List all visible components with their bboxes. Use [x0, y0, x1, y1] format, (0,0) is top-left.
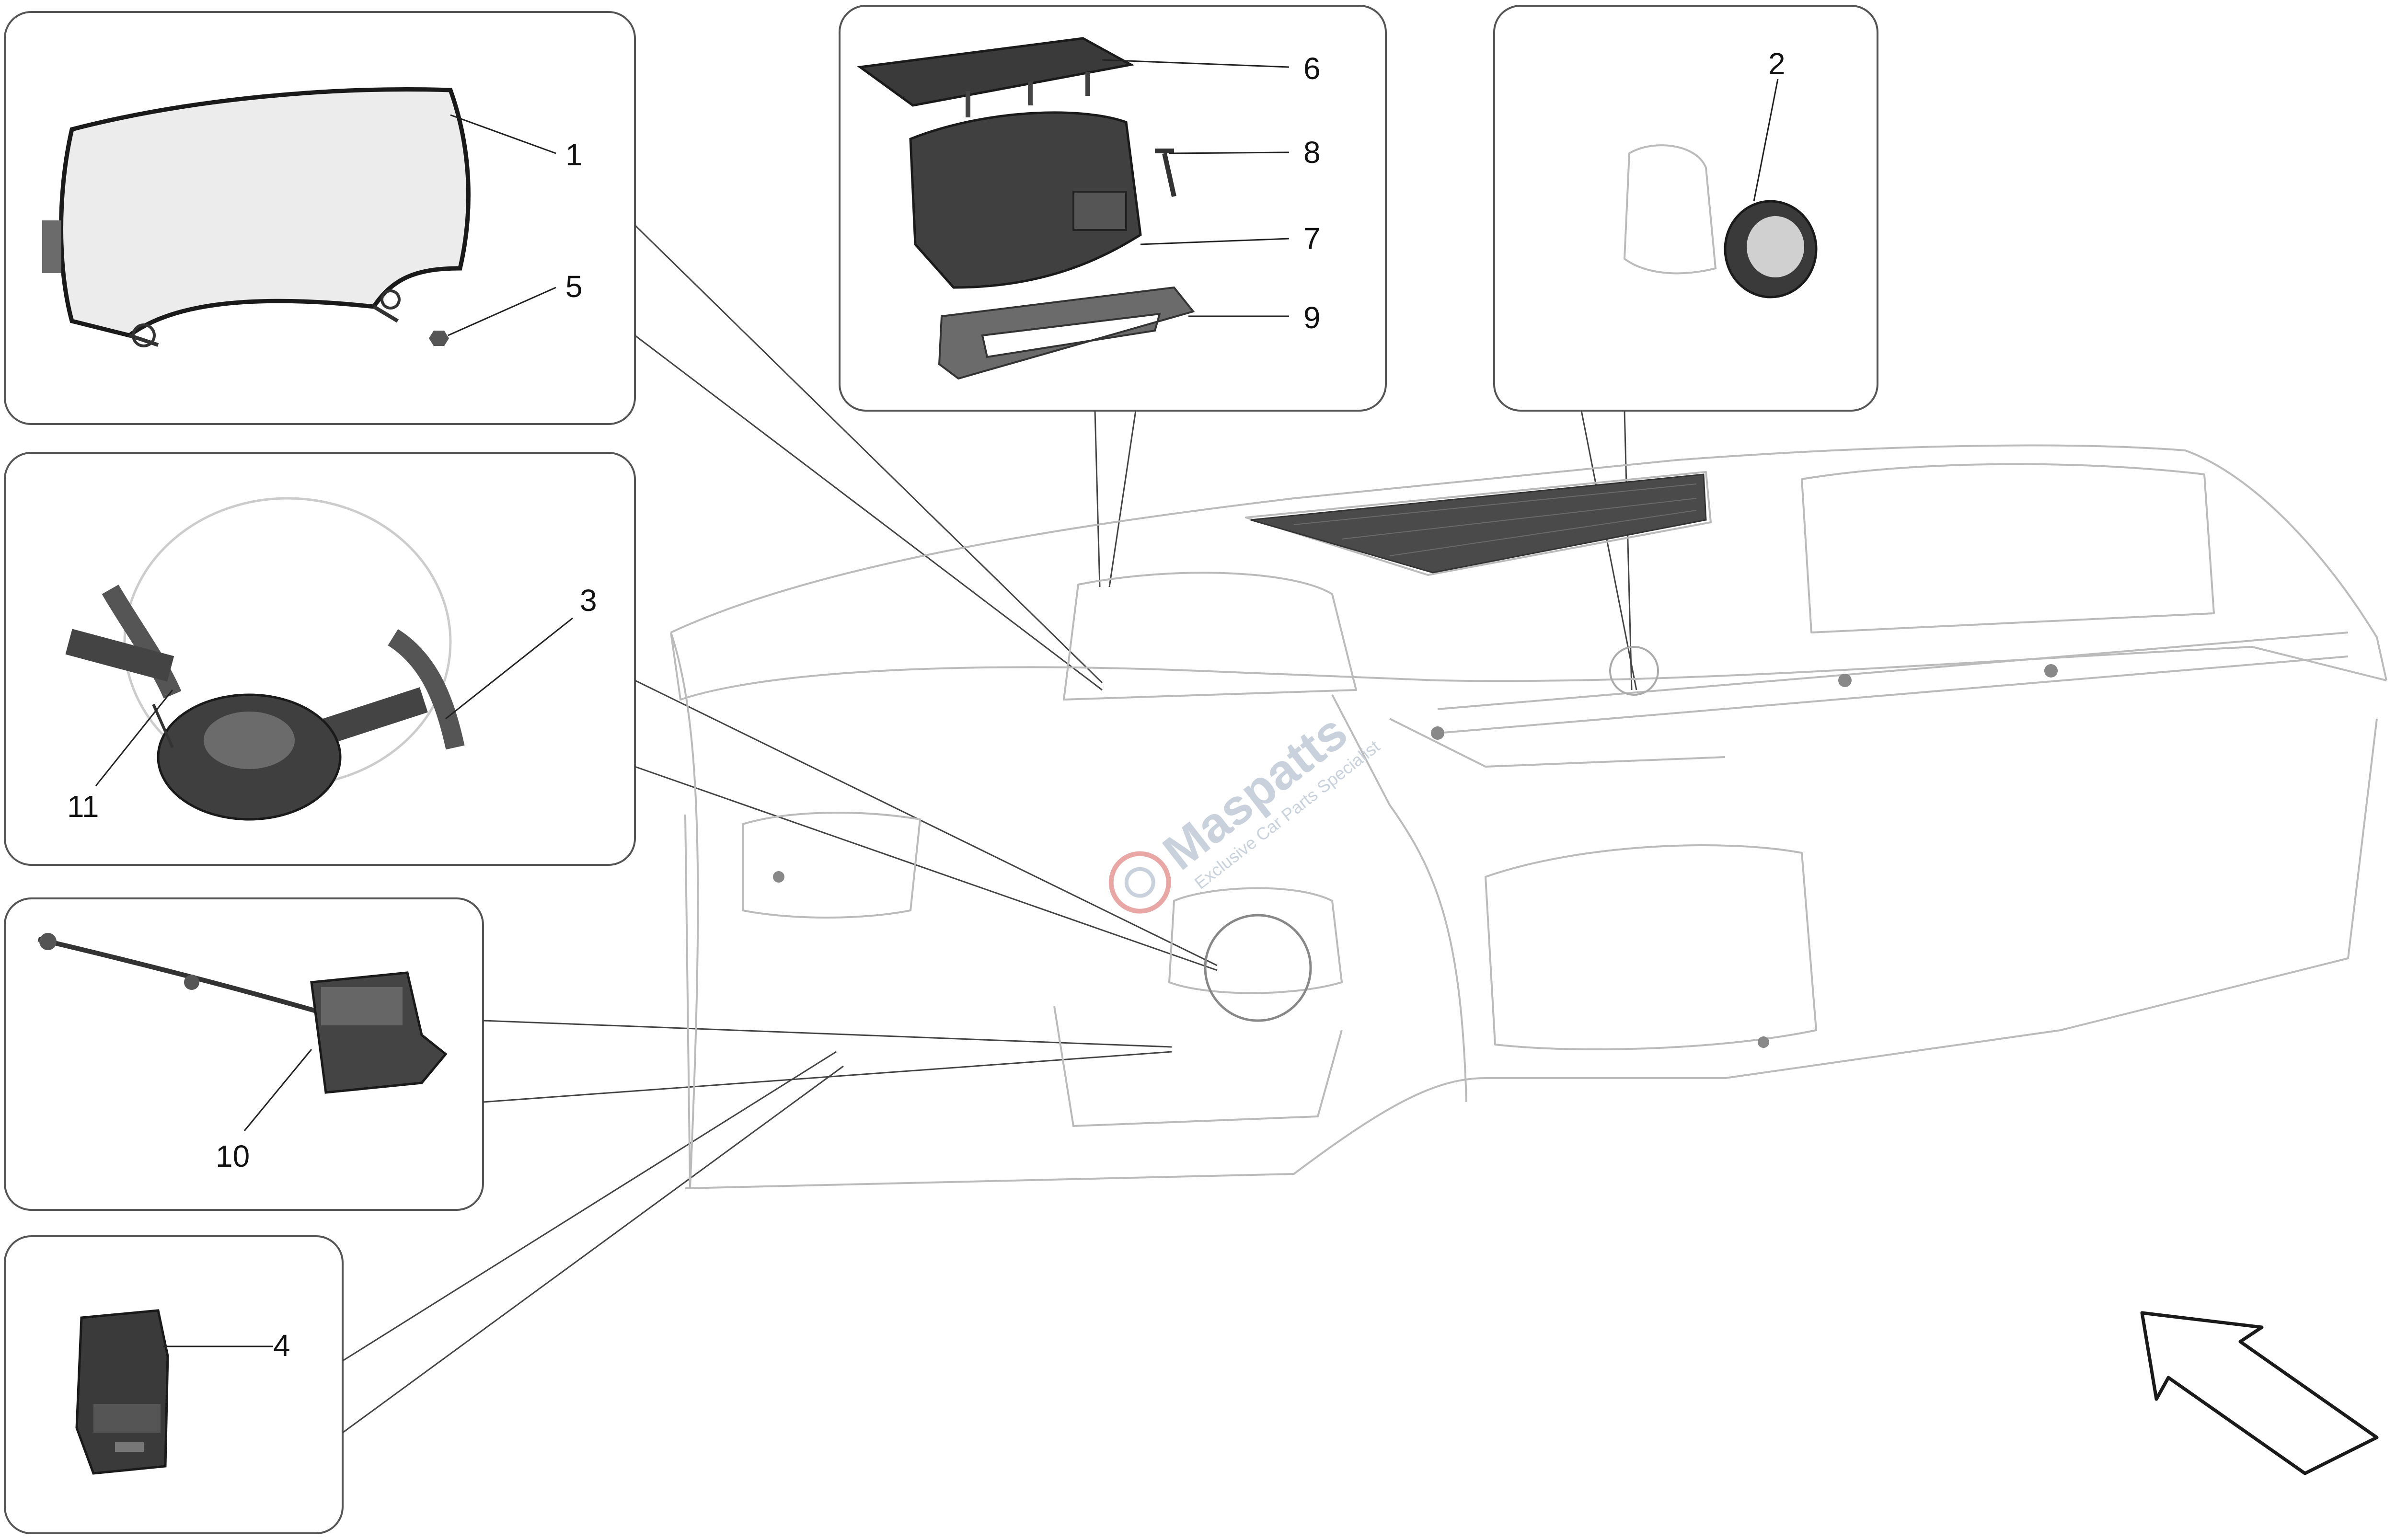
knee-panel	[1053, 1006, 1343, 1127]
cluster-screw	[429, 331, 449, 346]
inset-frames	[4, 5, 1878, 1534]
callout-2: 2	[1768, 46, 1785, 81]
passenger-panel	[1801, 463, 2215, 633]
callout-11: 11	[67, 789, 99, 824]
center-console-frame	[1331, 694, 1726, 1103]
inset-switch	[4, 1235, 344, 1534]
callout-7: 7	[1303, 221, 1321, 256]
pointer-lines	[342, 224, 1637, 1434]
grille-mesh	[1293, 483, 1697, 556]
airbag-module	[909, 111, 1142, 289]
dash-speaker-housing	[1609, 646, 1659, 696]
callout-9: 9	[1303, 300, 1321, 335]
dash-switch	[75, 1309, 169, 1475]
inset-airbag	[839, 5, 1387, 412]
inset-instrument-cluster	[4, 11, 636, 425]
airbag-cover	[857, 37, 1135, 117]
instrument-cluster	[42, 87, 471, 347]
callout-5: 5	[565, 269, 583, 304]
steering-column-opening	[1168, 887, 1343, 994]
callout-6: 6	[1303, 51, 1321, 86]
callout-10: 10	[216, 1139, 250, 1173]
dashboard-top-outline	[670, 444, 2387, 681]
steering-wheel-switches	[65, 497, 465, 821]
dashboard-lower-edge	[684, 718, 2378, 1189]
grille-outline	[1245, 471, 1712, 576]
inset-speaker	[1493, 5, 1878, 412]
callout-labels: 1 2 3 4 5 6 7 8 9 10 11	[67, 46, 1785, 1363]
direction-arrow-icon	[2140, 1311, 2379, 1475]
inset-steering-switches	[4, 452, 636, 866]
airbag-bolt	[1155, 149, 1176, 197]
left-side-panel	[670, 632, 699, 1189]
steering-column-ring	[1204, 914, 1312, 1022]
passenger-vent-strip	[1437, 632, 2349, 734]
tweeter-speaker	[1623, 144, 1818, 299]
inset-steering-lock	[4, 897, 484, 1211]
watermark: Maspatts Exclusive Car Parts Specialist	[1108, 704, 1383, 914]
callout-3: 3	[580, 583, 597, 618]
driver-vent-left	[742, 812, 921, 919]
glovebox-lid	[1485, 844, 1817, 1050]
leader-lines	[95, 59, 1779, 1347]
dashboard-assembly	[670, 444, 2387, 1189]
airbag-bracket	[938, 286, 1195, 380]
dash-fasteners	[773, 664, 2058, 1048]
callout-1: 1	[565, 138, 583, 172]
steering-lock	[37, 933, 448, 1094]
callout-4: 4	[273, 1328, 290, 1363]
watermark-logo-icon	[1108, 851, 1171, 914]
dashboard-front-edge	[670, 632, 2387, 701]
callout-8: 8	[1303, 135, 1321, 170]
cluster-hood	[1063, 572, 1357, 701]
